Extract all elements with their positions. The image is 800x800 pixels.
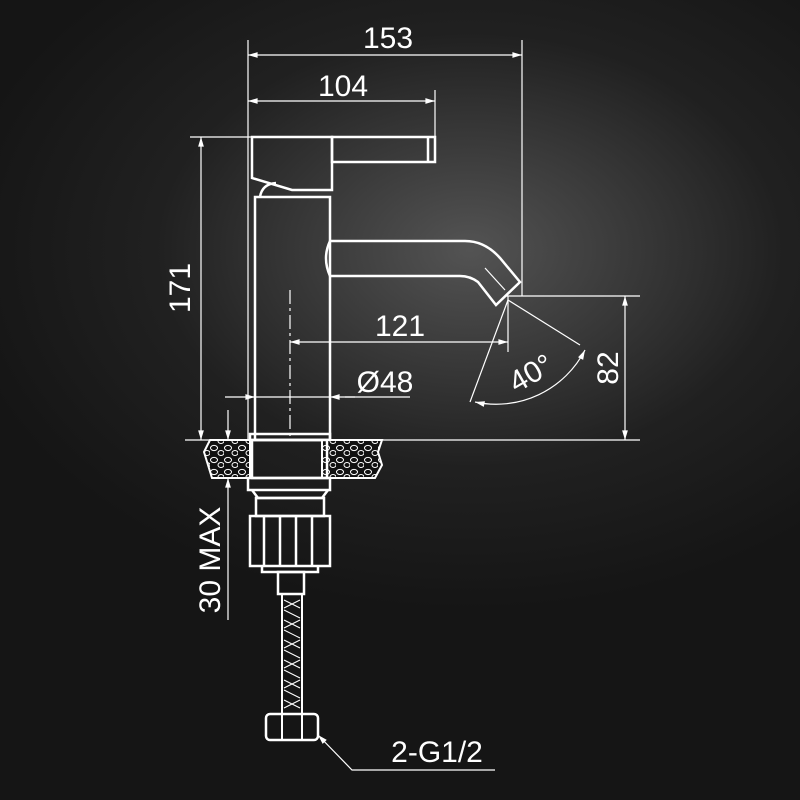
label-82: 82	[592, 351, 625, 384]
label-121: 121	[375, 310, 425, 343]
counter-right	[321, 439, 384, 479]
label-30-max: 30 MAX	[194, 507, 227, 614]
counter-left	[202, 439, 251, 479]
label-connection: 2-G1/2	[391, 736, 483, 769]
extension-lines	[185, 40, 640, 480]
label-104: 104	[318, 70, 368, 103]
angle-arc	[474, 349, 586, 407]
label-171: 171	[164, 263, 197, 313]
mounting-parts	[246, 438, 332, 596]
label-angle-40: 40°	[503, 348, 559, 399]
flex-hose	[264, 593, 320, 742]
label-153: 153	[363, 22, 413, 55]
dimension-lines	[198, 52, 628, 771]
connection-leader	[317, 734, 495, 771]
label-diameter-48: Ø48	[357, 366, 414, 399]
